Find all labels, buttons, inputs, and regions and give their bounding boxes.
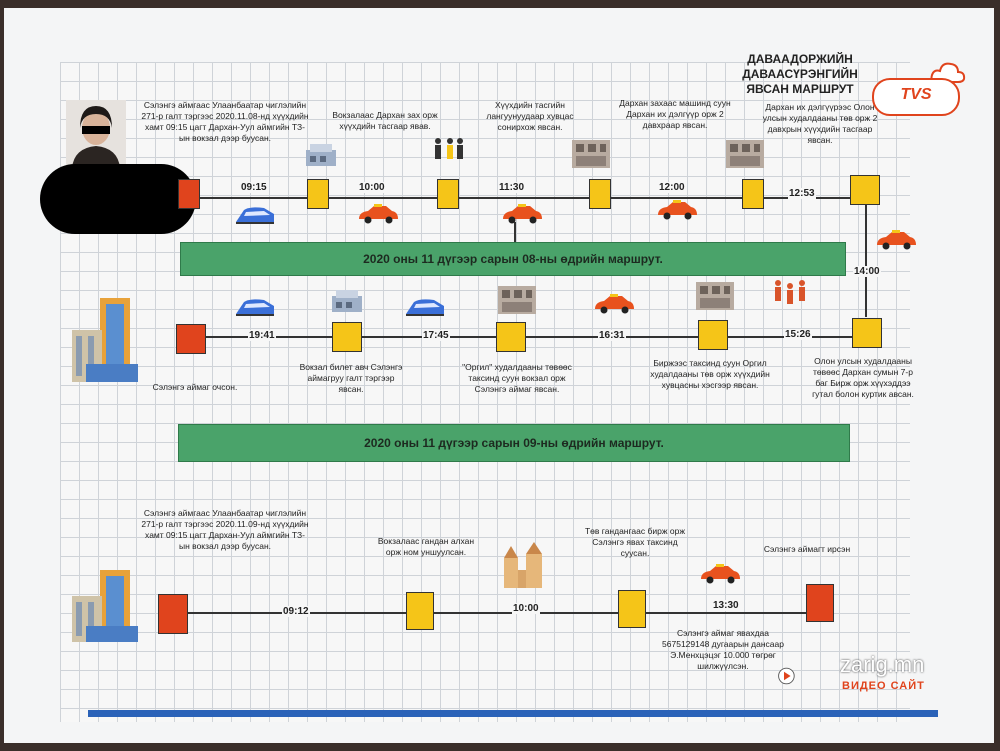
taxi-car-icon-5 <box>595 294 634 314</box>
people-icon <box>435 138 463 159</box>
row3-text-5: Сэлэнгэ аймаг явахдаа 5675129148 дугаары… <box>662 628 784 671</box>
row1-stop-5 <box>850 175 880 205</box>
row2-time-3: 17:45 <box>422 330 450 341</box>
row3-time-1: 09:12 <box>282 606 310 617</box>
people-icon-2 <box>775 280 805 304</box>
cloud-icon <box>930 62 966 83</box>
row2-stop-2 <box>496 322 526 352</box>
train-icon <box>236 207 274 224</box>
row1-line <box>190 197 858 199</box>
market-building-icon-1 <box>572 140 610 168</box>
tvs-logo: TVS <box>872 78 960 116</box>
row3-text-4: Сэлэнгэ аймагт ирсэн <box>763 544 851 554</box>
row2-line <box>194 336 864 338</box>
station-building-icon-2 <box>332 290 362 312</box>
taxi-car-icon-6 <box>701 564 740 584</box>
row2-text-3: "Оргил" худалдааны төвөөс таксинд суун в… <box>462 362 572 394</box>
day1-banner: 2020 оны 11 дүгээр сарын 08-ны өдрийн ма… <box>180 242 846 276</box>
taxi-car-icon-3 <box>658 200 697 220</box>
watermark-sub: ВИДЕО САЙТ <box>842 680 925 692</box>
row3-text-1: Сэлэнгэ аймгаас Улаанбаатар чиглэлийн 27… <box>141 508 309 551</box>
row2-text-5: Сэлэнгэ аймаг очсон. <box>152 382 238 392</box>
row2-text-1: Олон улсын худалдааны төвөөс Дархан сумы… <box>812 356 914 399</box>
row1-row2-connector <box>865 205 867 317</box>
row2-stop-3 <box>698 320 728 350</box>
row1-text-4: Дархан захаас машинд суун Дархан их дэлг… <box>619 98 731 130</box>
taxi-car-icon-2 <box>503 204 542 224</box>
row2-stop-1 <box>332 322 362 352</box>
row1-text-3: Хүүхдийн тасгийн лангуунуудаар хувцас со… <box>486 100 574 132</box>
row3-text-3: Төв гандангаас бирж орж Сэлэнгэ явах так… <box>584 526 686 558</box>
city-buildings-icon-2 <box>72 570 138 642</box>
temple-icon <box>504 542 542 588</box>
row1-time-4: 12:00 <box>658 182 686 193</box>
row1-time-3: 11:30 <box>498 182 526 193</box>
market-building-icon-3 <box>696 282 734 310</box>
day2-banner: 2020 оны 11 дүгээр сарын 09-ны өдрийн ма… <box>178 424 850 462</box>
row2-time-1: 15:26 <box>784 329 812 340</box>
station-building-icon <box>306 144 336 166</box>
row3-text-2: Вокзалаас гандан алхан орж ном уншуулсан… <box>377 536 475 557</box>
bottom-blue-bar <box>88 710 938 717</box>
row1-stop-4 <box>742 179 764 209</box>
row1-time-5: 12:53 <box>788 188 816 199</box>
redaction-blob <box>40 164 196 234</box>
person-photo <box>66 100 126 168</box>
row1-stop-2 <box>437 179 459 209</box>
route-title: ДАВААДОРЖИЙН ДАВААСҮРЭНГИЙН ЯВСАН МАРШРУ… <box>690 52 910 97</box>
row3-stop-1 <box>406 592 434 630</box>
row1-stop-1 <box>307 179 329 209</box>
row1-stop-3 <box>589 179 611 209</box>
city-buildings-icon-1 <box>72 298 138 382</box>
taxi-car-icon-1 <box>359 204 398 224</box>
row2-time-2: 16:31 <box>598 330 626 341</box>
row1-text-2: Вокзалаас Дархан зах орж хүүхдийн тасгаа… <box>332 110 438 131</box>
row3-time-2: 10:00 <box>512 603 540 614</box>
taxi-car-icon-4 <box>877 230 916 250</box>
play-logo-icon <box>778 667 795 685</box>
market-building-icon-2 <box>726 140 764 168</box>
row3-time-3: 13:30 <box>712 600 740 611</box>
row2-time-vertical: 14:00 <box>853 266 881 277</box>
row3-stop-2 <box>618 590 646 628</box>
train-icon-2 <box>406 299 444 316</box>
row2-text-4: Вокзал билет авч Сэлэнгэ аймагруу галт т… <box>299 362 403 394</box>
title-line-1: ДАВААДОРЖИЙН ДАВААСҮРЭНГИЙН <box>742 52 858 81</box>
row3-start-marker <box>158 594 188 634</box>
market-building-icon-4 <box>498 286 536 314</box>
row1-time-1: 09:15 <box>240 182 268 193</box>
row2-time-4: 19:41 <box>248 330 276 341</box>
row2-text-2: Биржээс таксинд суун Оргил худалдааны тө… <box>650 358 770 390</box>
banner1-connector <box>514 222 516 242</box>
row1-start-marker <box>178 179 200 209</box>
watermark-site: zarig.mn <box>840 652 925 677</box>
row2-stop-4 <box>852 318 882 348</box>
train-icon-3 <box>236 299 274 316</box>
row3-line <box>186 612 806 614</box>
row1-text-1: Сэлэнгэ аймгаас Улаанбаатар чиглэлийн 27… <box>141 100 309 143</box>
row2-end-marker <box>176 324 206 354</box>
title-line-2: ЯВСАН МАРШРУТ <box>746 82 854 96</box>
row1-time-2: 10:00 <box>358 182 386 193</box>
row3-end-marker <box>806 584 834 622</box>
row1-text-5: Дархан их дэлгүүрээс Олон улсын худалдаа… <box>762 102 878 145</box>
